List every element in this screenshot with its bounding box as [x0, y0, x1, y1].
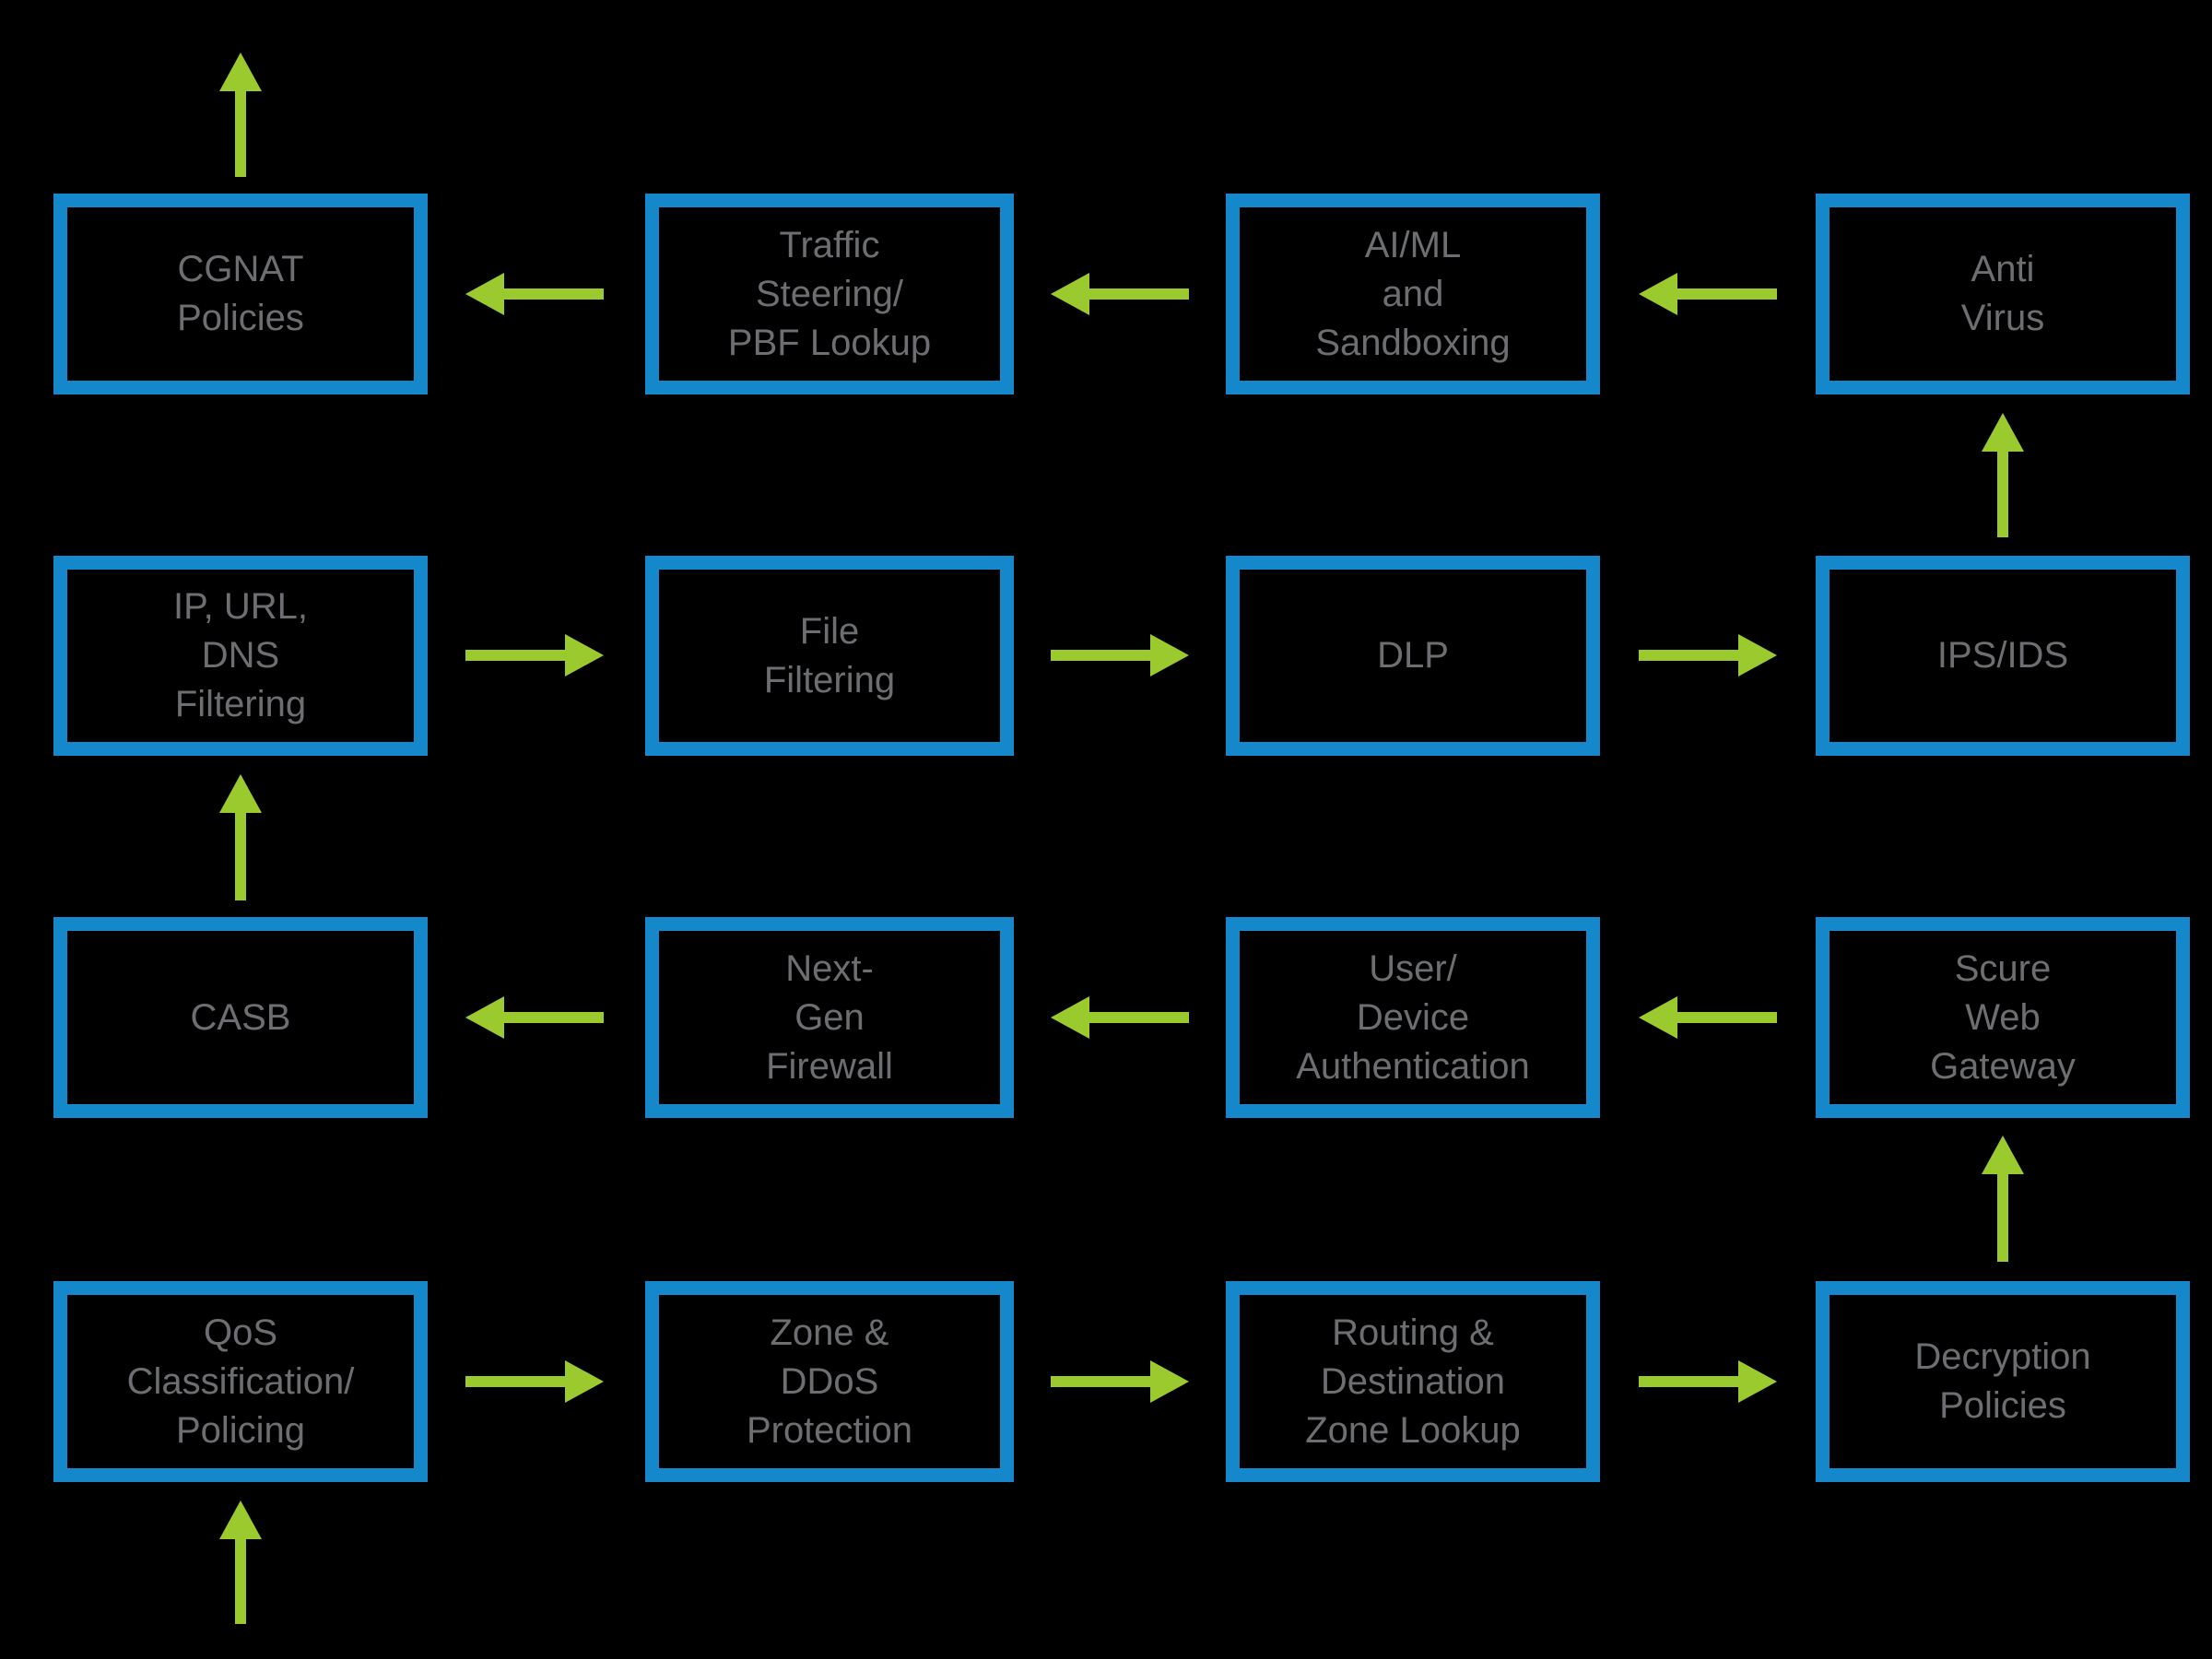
node-label-qos-classification-policing: QoS Classification/ Policing [126, 1312, 355, 1451]
arrow-next-gen-firewall-to-casb [465, 996, 604, 1039]
node-label-dlp: DLP [1377, 635, 1449, 676]
arrow-traffic-steering-to-cgnat-policies [465, 273, 604, 315]
arrow-shaft [235, 1539, 246, 1624]
node-label-secure-web-gateway: Scure Web Gateway [1930, 947, 2076, 1087]
arrow-qos-to-zone-ddos [465, 1360, 604, 1403]
arrow-shaft [1997, 1174, 2008, 1262]
node-cgnat-policies: CGNAT Policies [53, 194, 428, 394]
arrow-shaft [235, 91, 246, 177]
node-label-ai-ml-and-sandboxing: AI/ML and Sandboxing [1315, 224, 1511, 363]
arrow-head [565, 634, 604, 677]
node-label-casb: CASB [190, 996, 291, 1038]
arrow-file-filtering-to-dlp [1051, 634, 1189, 677]
node-label-ip-url-dns-filtering: IP, URL, DNS Filtering [173, 586, 308, 724]
node-label-routing-destination-zone-lookup: Routing & Destination Zone Lookup [1305, 1312, 1521, 1451]
node-label-file-filtering: File Filtering [763, 610, 896, 700]
arrow-head [1982, 1135, 2024, 1174]
arrow-casb-to-ip-url-dns [219, 774, 262, 900]
node-anti-virus: Anti Virus [1816, 194, 2190, 394]
arrow-shaft [1051, 1376, 1150, 1387]
arrow-shaft [235, 813, 246, 900]
arrow-zone-ddos-to-routing [1051, 1360, 1189, 1403]
arrow-head [1982, 413, 2024, 452]
node-label-anti-virus: Anti Virus [1960, 249, 2045, 338]
node-label-decryption-policies: Decryption Policies [1914, 1336, 2091, 1426]
node-file-filtering: File Filtering [645, 556, 1014, 756]
arrow-head [219, 53, 262, 91]
node-label-zone-ddos-protection: Zone & DDoS Protection [746, 1312, 913, 1451]
node-label-traffic-steering-pbf-lookup: Traffic Steering/ PBF Lookup [727, 224, 932, 363]
node-secure-web-gateway: Scure Web Gateway [1816, 917, 2190, 1118]
arrow-routing-to-decryption-policies [1639, 1360, 1777, 1403]
arrow-head [1639, 273, 1677, 315]
arrow-ip-url-dns-to-file-filtering [465, 634, 604, 677]
arrow-entry-to-qos [219, 1500, 262, 1624]
node-decryption-policies: Decryption Policies [1816, 1281, 2190, 1482]
node-next-gen-firewall: Next- Gen Firewall [645, 917, 1014, 1118]
arrow-shaft [1089, 1012, 1189, 1023]
node-label-ips-ids: IPS/IDS [1936, 635, 2069, 676]
arrow-ips-ids-to-anti-virus [1982, 413, 2024, 537]
arrow-secure-web-gateway-to-user-device-auth [1639, 996, 1777, 1039]
arrow-anti-virus-to-ai-ml [1639, 273, 1777, 315]
arrow-shaft [1997, 452, 2008, 537]
node-routing-destination-zone-lookup: Routing & Destination Zone Lookup [1226, 1281, 1600, 1482]
node-ip-url-dns-filtering: IP, URL, DNS Filtering [53, 556, 428, 756]
arrow-shaft [1677, 288, 1777, 300]
arrow-head [1738, 634, 1777, 677]
arrow-shaft [1089, 288, 1189, 300]
arrow-head [565, 1360, 604, 1403]
arrow-shaft [1677, 1012, 1777, 1023]
arrow-head [1150, 634, 1189, 677]
arrow-shaft [504, 288, 604, 300]
arrow-head [1051, 273, 1089, 315]
node-label-cgnat-policies: CGNAT Policies [177, 249, 304, 338]
arrow-shaft [465, 650, 565, 661]
arrow-shaft [465, 1376, 565, 1387]
arrow-cgnat-policies-to-exit [219, 53, 262, 177]
arrow-dlp-to-ips-ids [1639, 634, 1777, 677]
arrow-ai-ml-to-traffic-steering [1051, 273, 1189, 315]
node-qos-classification-policing: QoS Classification/ Policing [53, 1281, 428, 1482]
node-traffic-steering-pbf-lookup: Traffic Steering/ PBF Lookup [645, 194, 1014, 394]
node-ai-ml-and-sandboxing: AI/ML and Sandboxing [1226, 194, 1600, 394]
arrow-head [465, 273, 504, 315]
arrow-head [1639, 996, 1677, 1039]
node-casb: CASB [53, 917, 428, 1118]
arrow-shaft [1639, 1376, 1738, 1387]
arrow-head [465, 996, 504, 1039]
arrow-head [1738, 1360, 1777, 1403]
arrow-shaft [504, 1012, 604, 1023]
arrow-head [1051, 996, 1089, 1039]
arrow-user-device-auth-to-next-gen-firewall [1051, 996, 1189, 1039]
node-zone-ddos-protection: Zone & DDoS Protection [645, 1281, 1014, 1482]
arrow-head [219, 1500, 262, 1539]
node-ips-ids: IPS/IDS [1816, 556, 2190, 756]
arrow-head [1150, 1360, 1189, 1403]
arrow-shaft [1639, 650, 1738, 661]
arrow-decryption-policies-to-secure-web-gateway [1982, 1135, 2024, 1262]
node-label-user-device-authentication: User/ Device Authentication [1296, 947, 1530, 1087]
arrow-head [219, 774, 262, 813]
node-user-device-authentication: User/ Device Authentication [1226, 917, 1600, 1118]
node-label-next-gen-firewall: Next- Gen Firewall [766, 947, 893, 1087]
arrow-shaft [1051, 650, 1150, 661]
node-dlp: DLP [1226, 556, 1600, 756]
